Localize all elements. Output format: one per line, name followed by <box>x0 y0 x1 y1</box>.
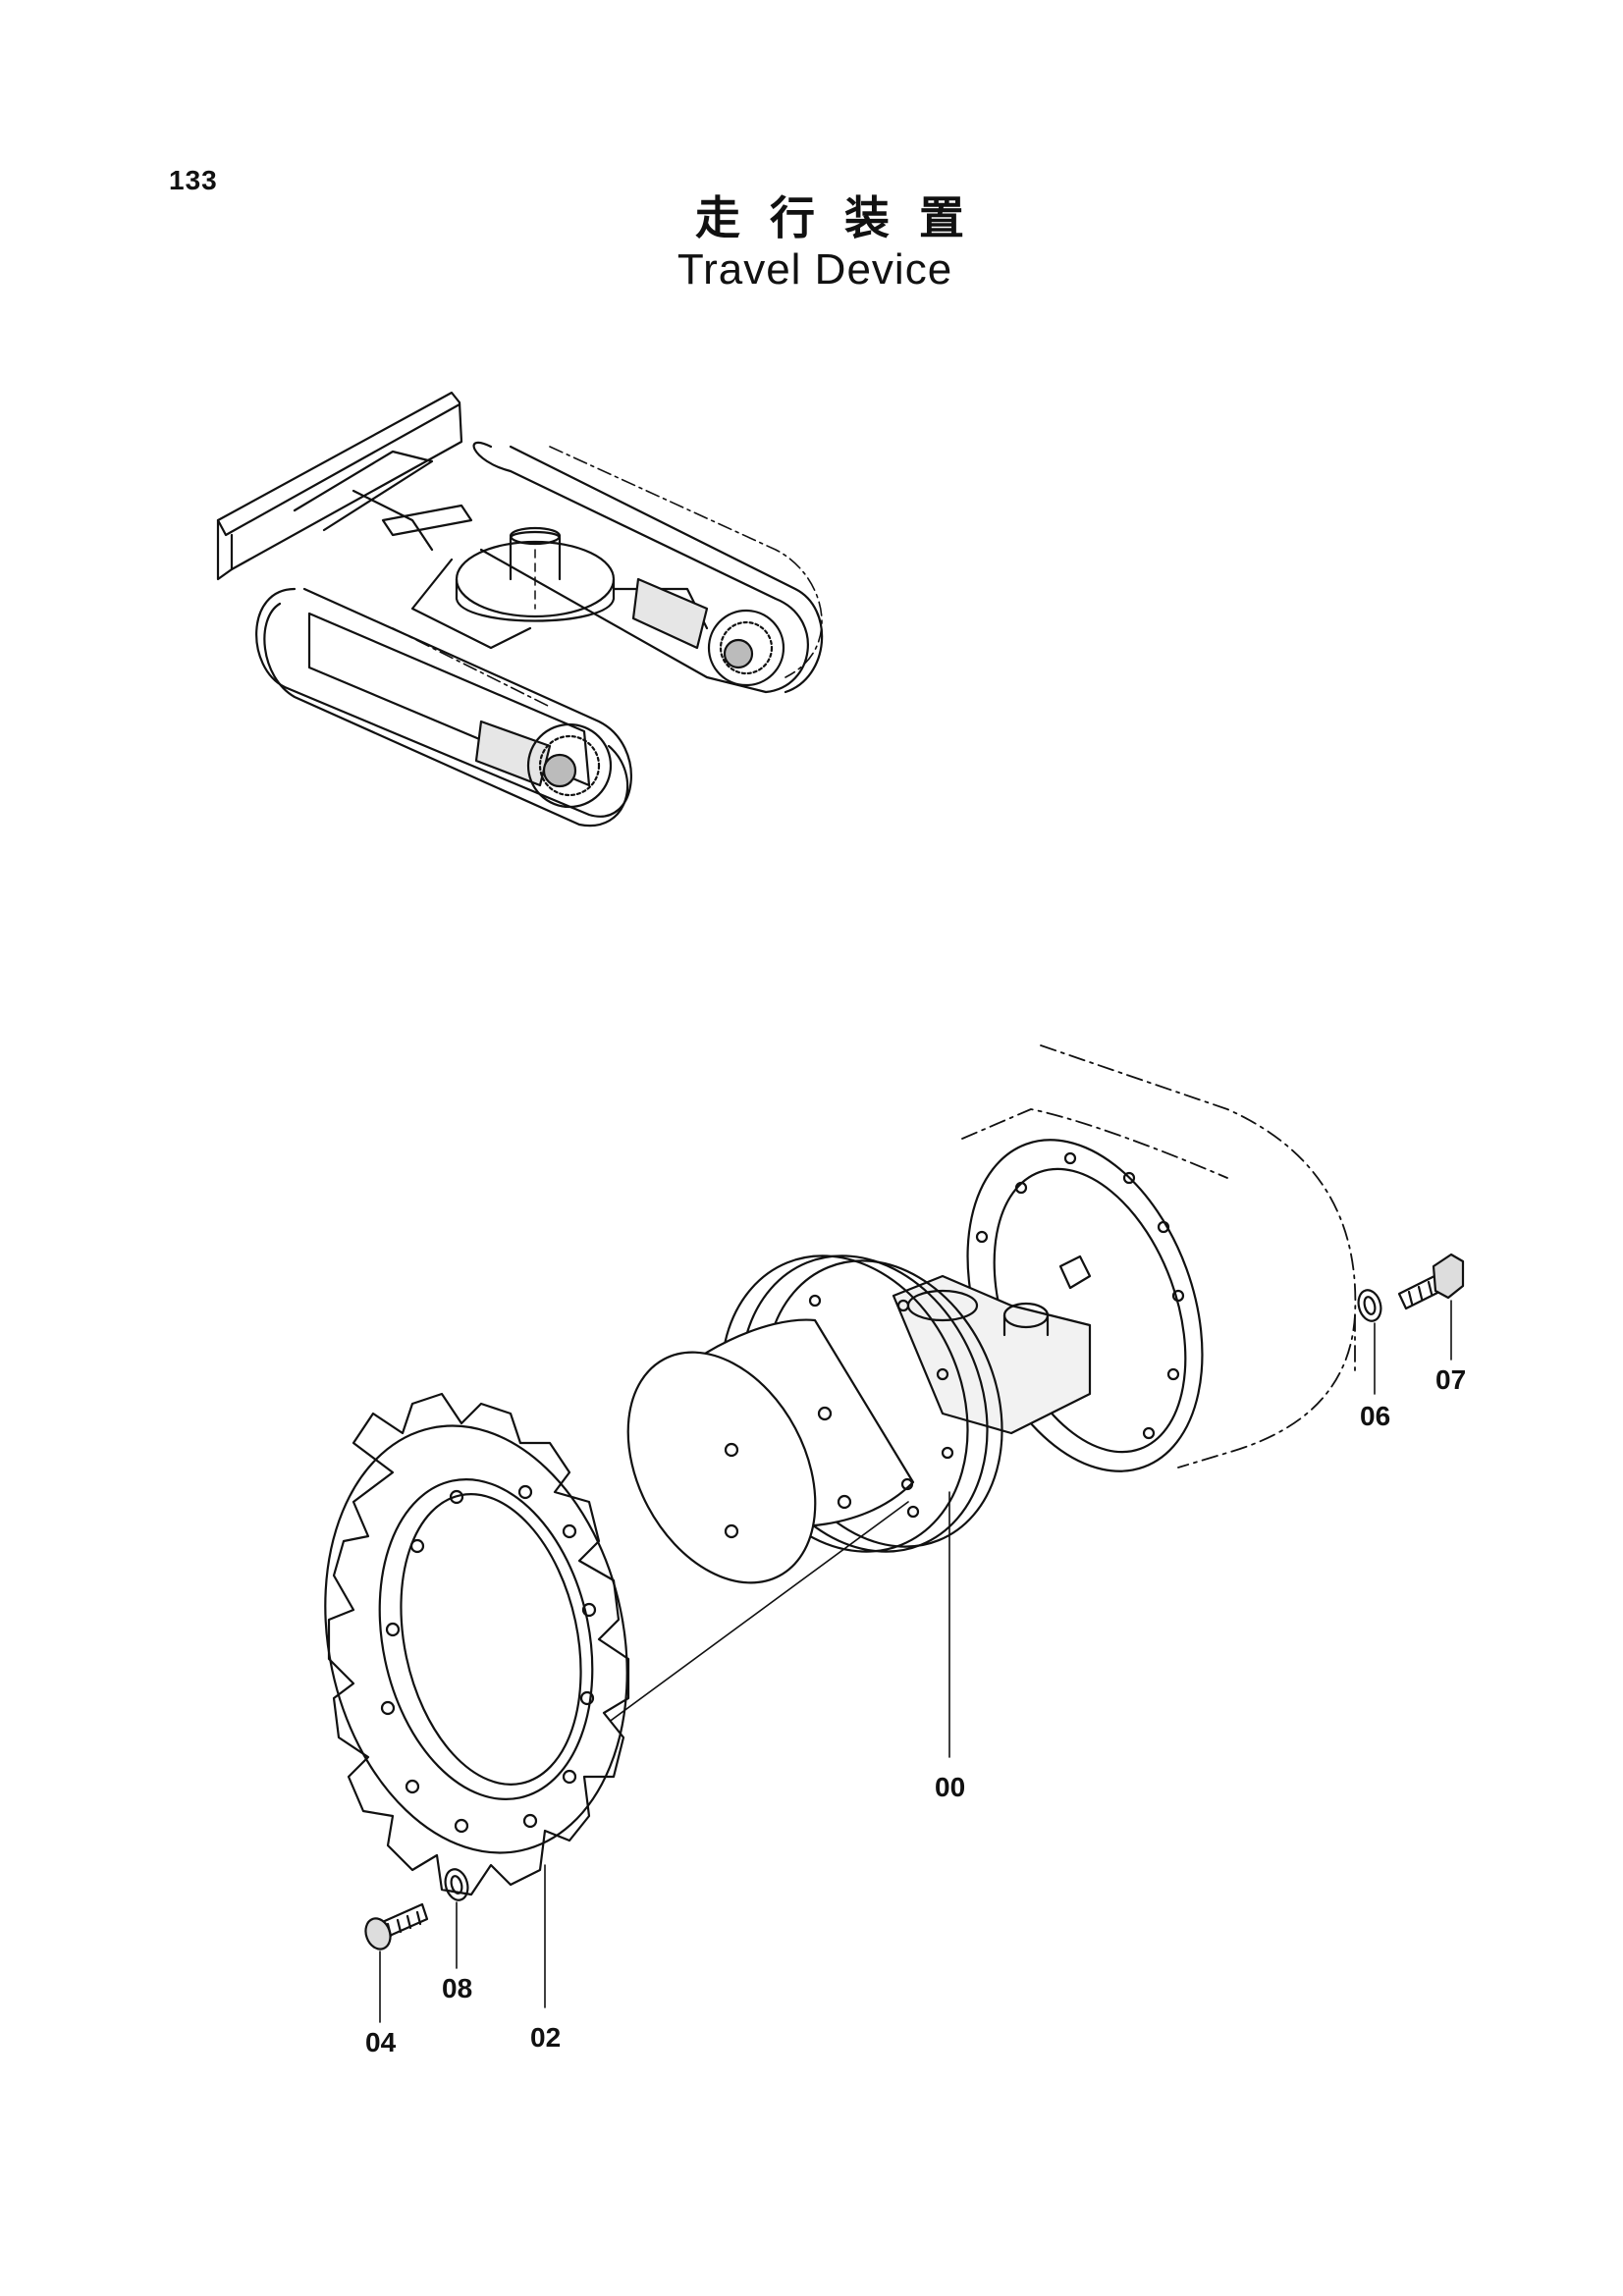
callout-00: 00 <box>935 1772 965 1802</box>
callout-08: 08 <box>442 1973 472 2003</box>
washer-06 <box>1357 1289 1382 1395</box>
rear-sprocket <box>707 609 785 687</box>
undercarriage-overview <box>216 391 824 828</box>
sprocket <box>324 1392 630 2008</box>
assembly-axis-line <box>573 1501 909 1748</box>
callout-02: 02 <box>530 2022 561 2053</box>
title-english: Travel Device <box>676 245 953 294</box>
callout-06: 06 <box>1360 1401 1390 1431</box>
travel-device <box>626 1255 1092 1758</box>
title-japanese: 走行装置 <box>695 191 994 244</box>
callout-04: 04 <box>365 2027 397 2057</box>
track-frame-outline <box>961 1044 1357 1468</box>
right-track <box>472 441 809 694</box>
front-sprocket <box>526 722 613 809</box>
page-number: 133 <box>169 165 218 195</box>
callout-07: 07 <box>1435 1364 1466 1395</box>
bolt-07 <box>1397 1253 1465 1361</box>
bolt-04 <box>364 1902 429 2023</box>
dozer-blade <box>216 391 463 581</box>
washer-08 <box>444 1868 469 1969</box>
left-track <box>255 587 632 818</box>
